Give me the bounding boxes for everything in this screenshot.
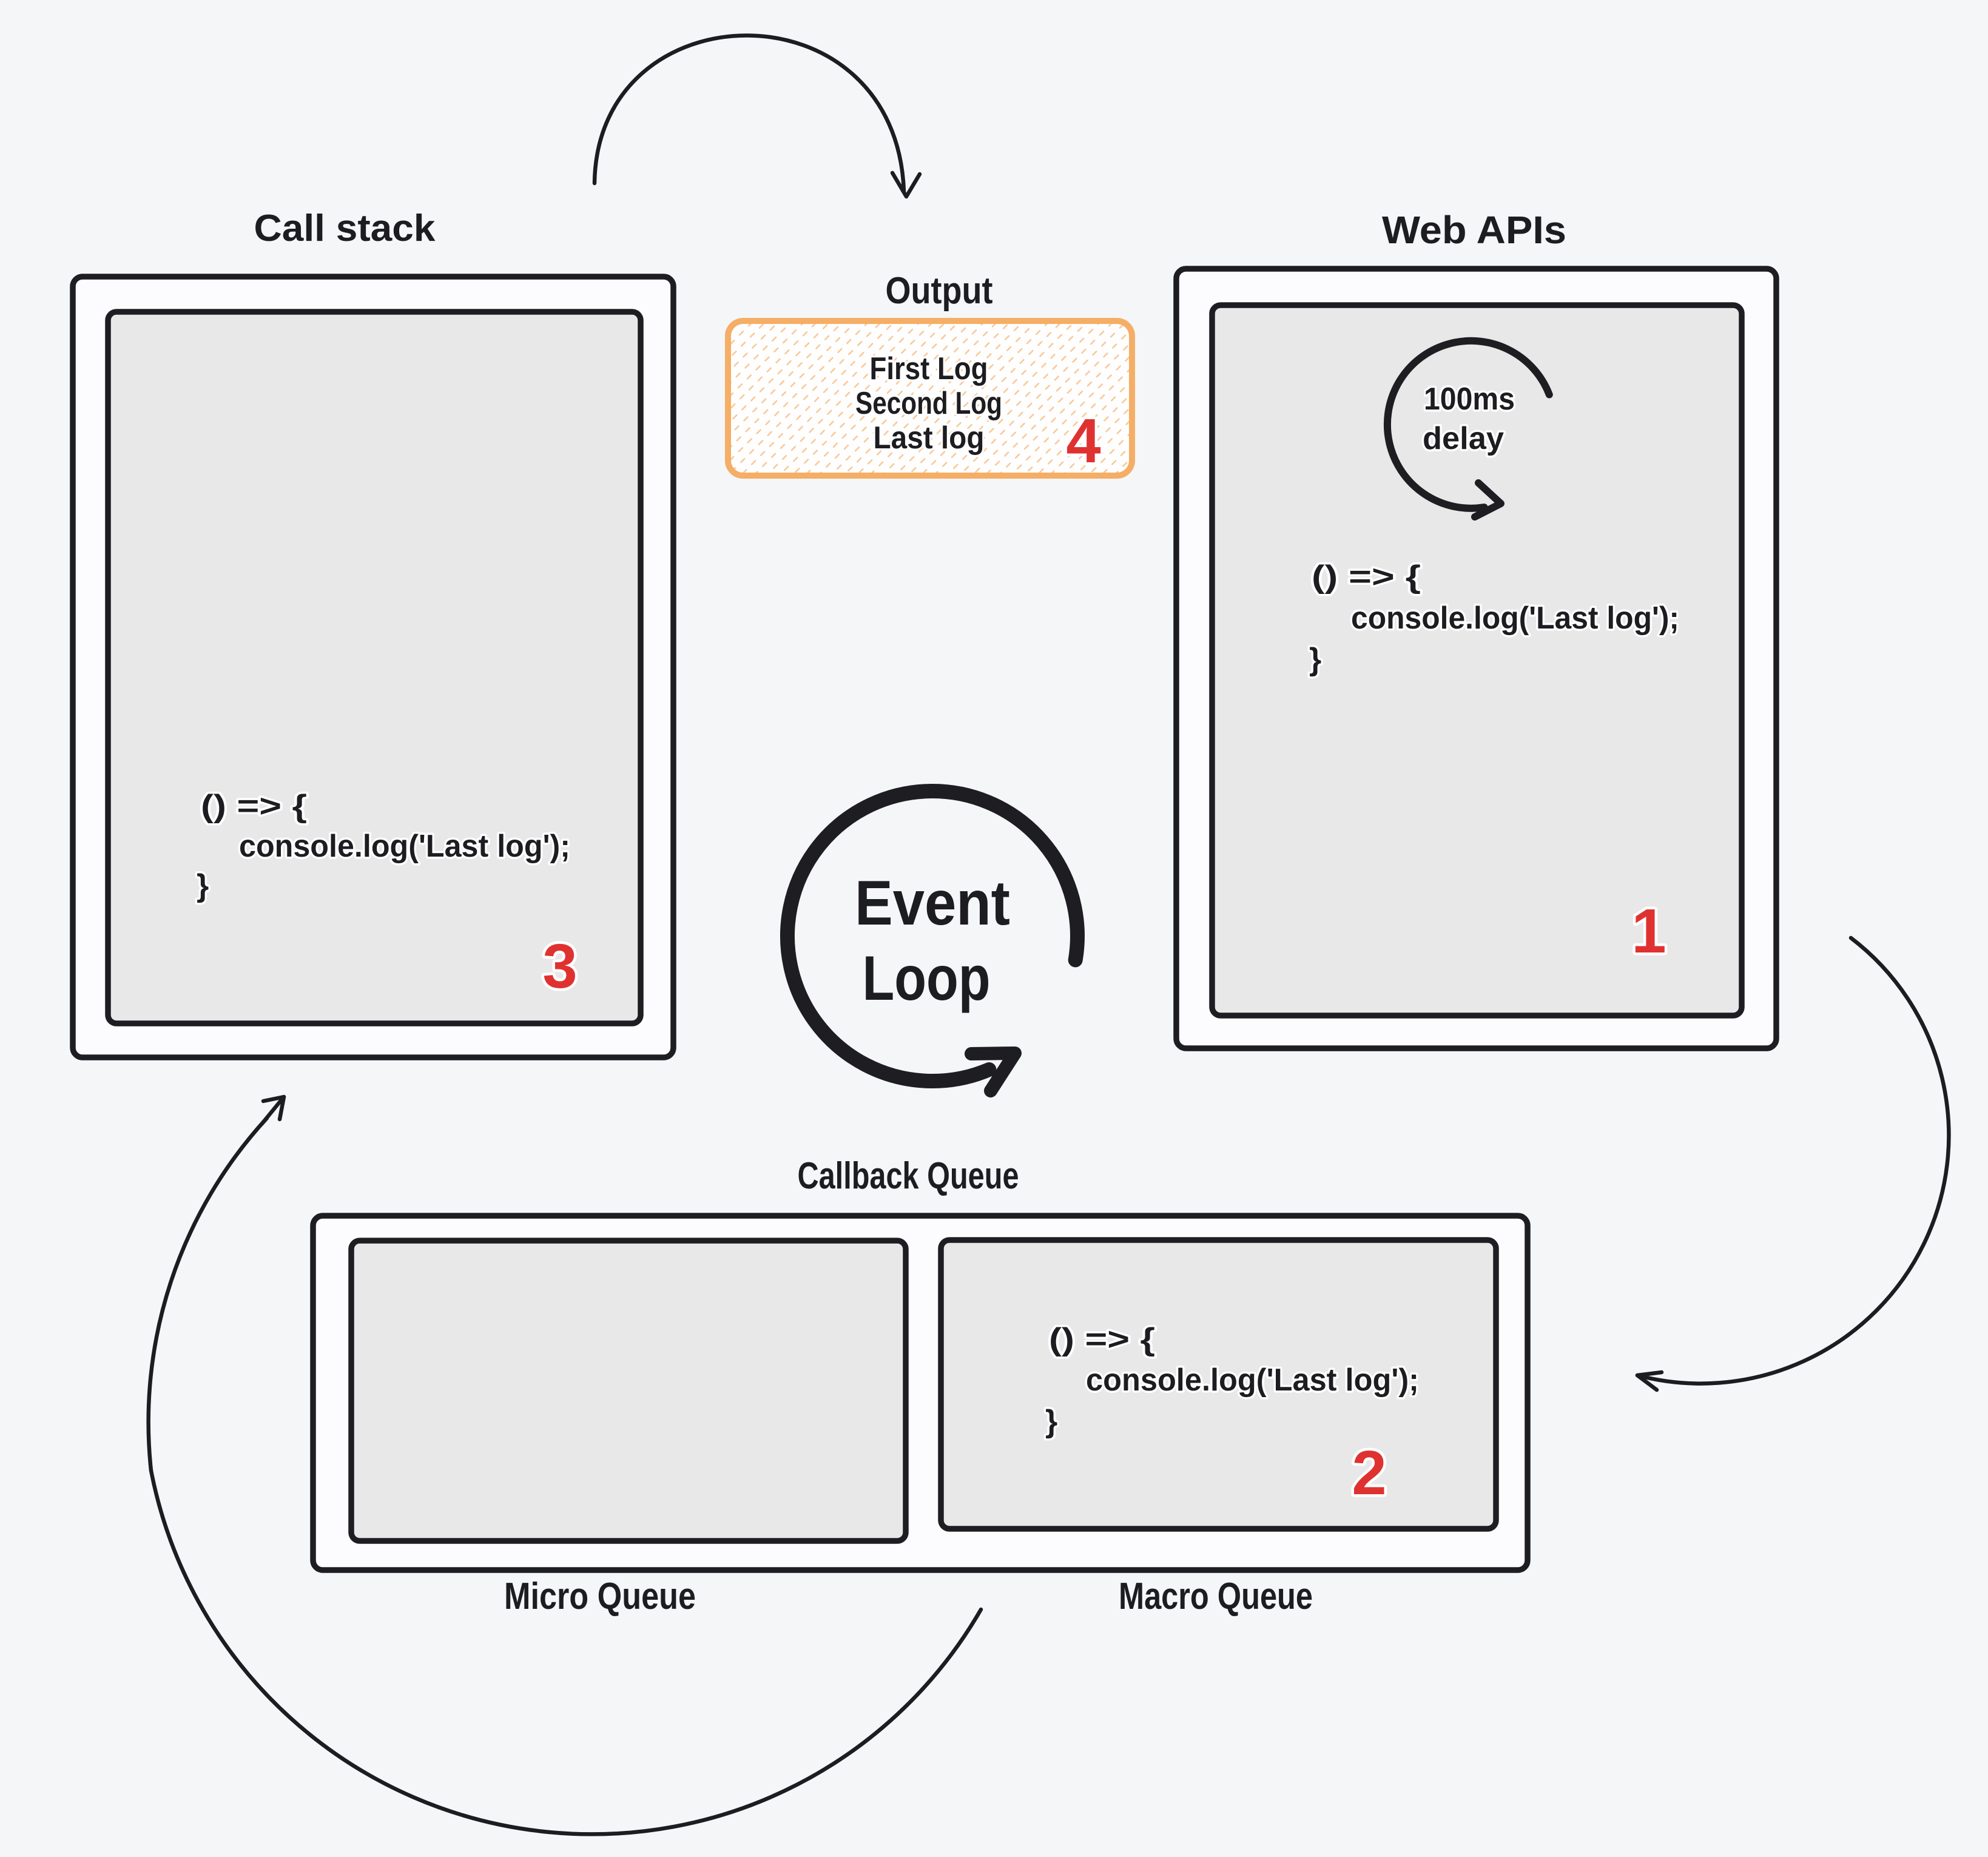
svg-text:Web APIs: Web APIs [1382,208,1566,252]
svg-text:() => {: () => { [201,789,307,824]
svg-text:console.log('Last log');: console.log('Last log'); [1351,601,1679,636]
svg-text:3: 3 [542,931,577,1001]
svg-text:Last log: Last log [874,420,985,456]
svg-text:console.log('Last log');: console.log('Last log'); [239,829,570,864]
svg-text:4: 4 [1066,406,1100,476]
svg-text:Output: Output [886,270,993,312]
svg-text:}: } [1045,1404,1057,1439]
svg-text:delay: delay [1423,421,1504,456]
svg-text:Micro Queue: Micro Queue [504,1576,696,1617]
svg-text:() => {: () => { [1312,559,1421,595]
svg-text:Macro Queue: Macro Queue [1119,1576,1313,1617]
svg-text:1: 1 [1631,896,1666,966]
svg-text:First Log: First Log [870,351,988,386]
svg-text:() => {: () => { [1049,1322,1155,1357]
svg-text:console.log('Last log');: console.log('Last log'); [1086,1363,1419,1398]
svg-text:2: 2 [1352,1438,1386,1508]
svg-text:100ms: 100ms [1424,382,1515,417]
svg-text:Second Log: Second Log [855,386,1002,421]
svg-text:}: } [1309,642,1321,677]
svg-text:Callback Queue: Callback Queue [798,1155,1019,1197]
svg-text:Event: Event [855,868,1010,939]
svg-text:Loop: Loop [863,943,991,1014]
svg-text:}: } [197,868,209,903]
svg-text:Call stack: Call stack [254,207,436,249]
